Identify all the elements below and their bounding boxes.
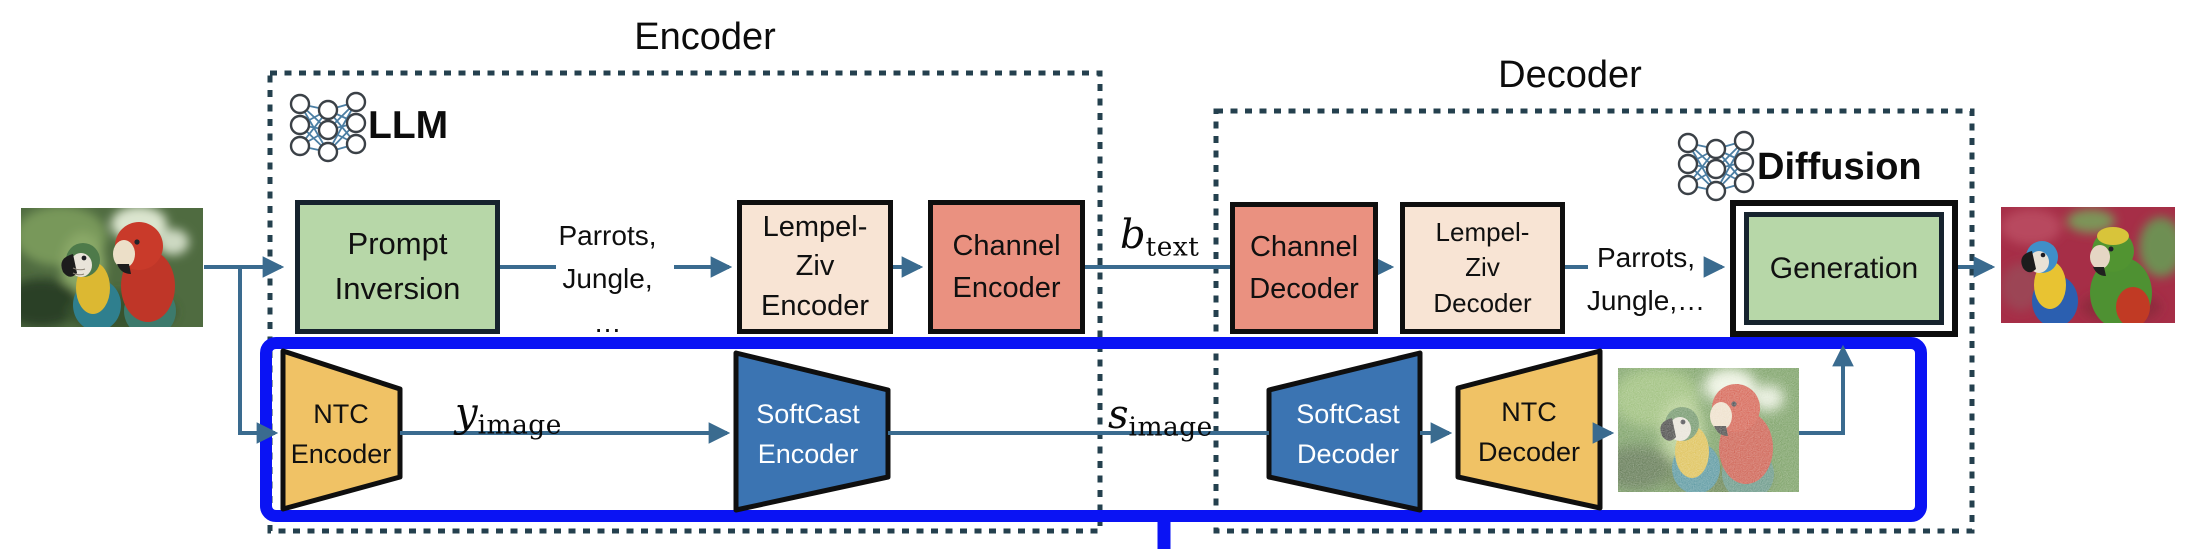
generation-label: Generation — [1769, 251, 1919, 285]
recovered-prompt-text: Parrots, Jungle,… — [1582, 236, 1710, 323]
s-image-sub: image — [1128, 411, 1213, 443]
lempel-ziv-encoder-box: Lempel- Ziv Encoder — [737, 200, 893, 334]
arrow-image-to-ntc-encoder — [238, 267, 279, 444]
ntc-decoder-line1: NTC — [1501, 396, 1557, 427]
softcast-decoder-line2: Decoder — [1296, 439, 1400, 469]
ntc-encoder-shape — [280, 348, 403, 512]
channel-decoder-line2: Decoder — [1249, 273, 1359, 305]
lz-encoder-line2: Ziv — [795, 250, 835, 283]
y-image-var: y — [455, 390, 478, 436]
softcast-encoder-shape — [733, 350, 891, 513]
recovered-prompt-line1: Parrots, — [1596, 242, 1696, 273]
signal-s-image: simage — [1108, 392, 1213, 442]
ntc-encoder-line1: NTC — [313, 398, 369, 429]
noise-overlay — [1618, 368, 1799, 492]
encoder-dotted-frame — [267, 70, 1103, 534]
softcast-decoder-label: SoftCast Decoder — [1278, 390, 1418, 478]
generation-outer-box: Generation — [1730, 200, 1958, 337]
diffusion-neural-network-icon — [1677, 130, 1755, 202]
prompt-output-line2: Jungle, — [562, 263, 653, 295]
channel-encoder-line2: Encoder — [952, 272, 1061, 304]
b-text-sub: text — [1145, 231, 1200, 263]
prompt-inversion-line2: Inversion — [334, 271, 461, 306]
prompt-output-text: Parrots, Jungle, … — [540, 214, 675, 344]
encoder-title: Encoder — [634, 16, 776, 58]
prompt-inversion-box: Prompt Inversion — [295, 200, 500, 334]
softcast-encoder-line1: SoftCast — [756, 398, 860, 429]
ntc-encoder-line2: Encoder — [290, 439, 392, 469]
channel-decoder-box: Channel Decoder — [1230, 202, 1378, 334]
generated-parrots-photo — [2001, 207, 2175, 323]
softcast-decoder-line1: SoftCast — [1296, 398, 1400, 429]
prompt-output-line1: Parrots, — [558, 220, 657, 251]
prompt-inversion-line1: Prompt — [347, 226, 448, 262]
ntc-encoder-label: NTC Encoder — [285, 392, 397, 476]
arrow-noisy-image-to-generation — [1799, 344, 1854, 435]
decoder-dotted-frame — [1213, 108, 1975, 534]
lz-decoder-line1: Lempel- — [1435, 217, 1530, 248]
lempel-ziv-decoder-box: Lempel- Ziv Decoder — [1400, 202, 1565, 334]
llm-neural-network-icon — [289, 91, 367, 163]
original-parrots-photo — [21, 208, 203, 327]
ntc-decoder-label: NTC Decoder — [1462, 390, 1596, 474]
channel-encoder-line1: Channel — [952, 229, 1061, 262]
b-text-var: b — [1120, 212, 1146, 258]
ntc-decoder-shape — [1455, 348, 1603, 511]
channel-encoder-box: Channel Encoder — [928, 200, 1085, 334]
decoder-title: Decoder — [1498, 54, 1642, 96]
y-image-sub: image — [477, 409, 562, 441]
softcast-encoder-label: SoftCast Encoder — [738, 390, 878, 478]
signal-y-image: yimage — [455, 390, 562, 440]
channel-decoder-line1: Channel — [1249, 230, 1359, 263]
ntc-decoder-line2: Decoder — [1477, 437, 1581, 467]
blue-yellow-macaw — [61, 243, 121, 327]
flow-arrows — [204, 256, 1996, 444]
recovered-prompt-line2: Jungle,… — [1586, 285, 1706, 317]
noisy-reconstructed-parrots-photo — [1618, 368, 1799, 492]
llm-label: LLM — [368, 104, 449, 147]
blue-yellow-macaw — [2021, 241, 2078, 323]
generation-box: Generation — [1744, 212, 1944, 325]
prompt-output-line3: … — [593, 306, 622, 338]
lz-decoder-line3: Decoder — [1433, 287, 1532, 318]
lz-encoder-line3: Encoder — [760, 289, 869, 322]
lz-encoder-line1: Lempel- — [762, 211, 868, 244]
lz-decoder-line2: Ziv — [1465, 252, 1500, 283]
signal-b-text: btext — [1120, 212, 1199, 262]
diffusion-label: Diffusion — [1757, 146, 1922, 188]
softcast-decoder-shape — [1266, 350, 1423, 513]
red-macaw — [113, 222, 176, 327]
green-parrot — [2090, 227, 2152, 323]
softcast-encoder-line2: Encoder — [757, 439, 859, 469]
s-image-var: s — [1108, 392, 1129, 438]
